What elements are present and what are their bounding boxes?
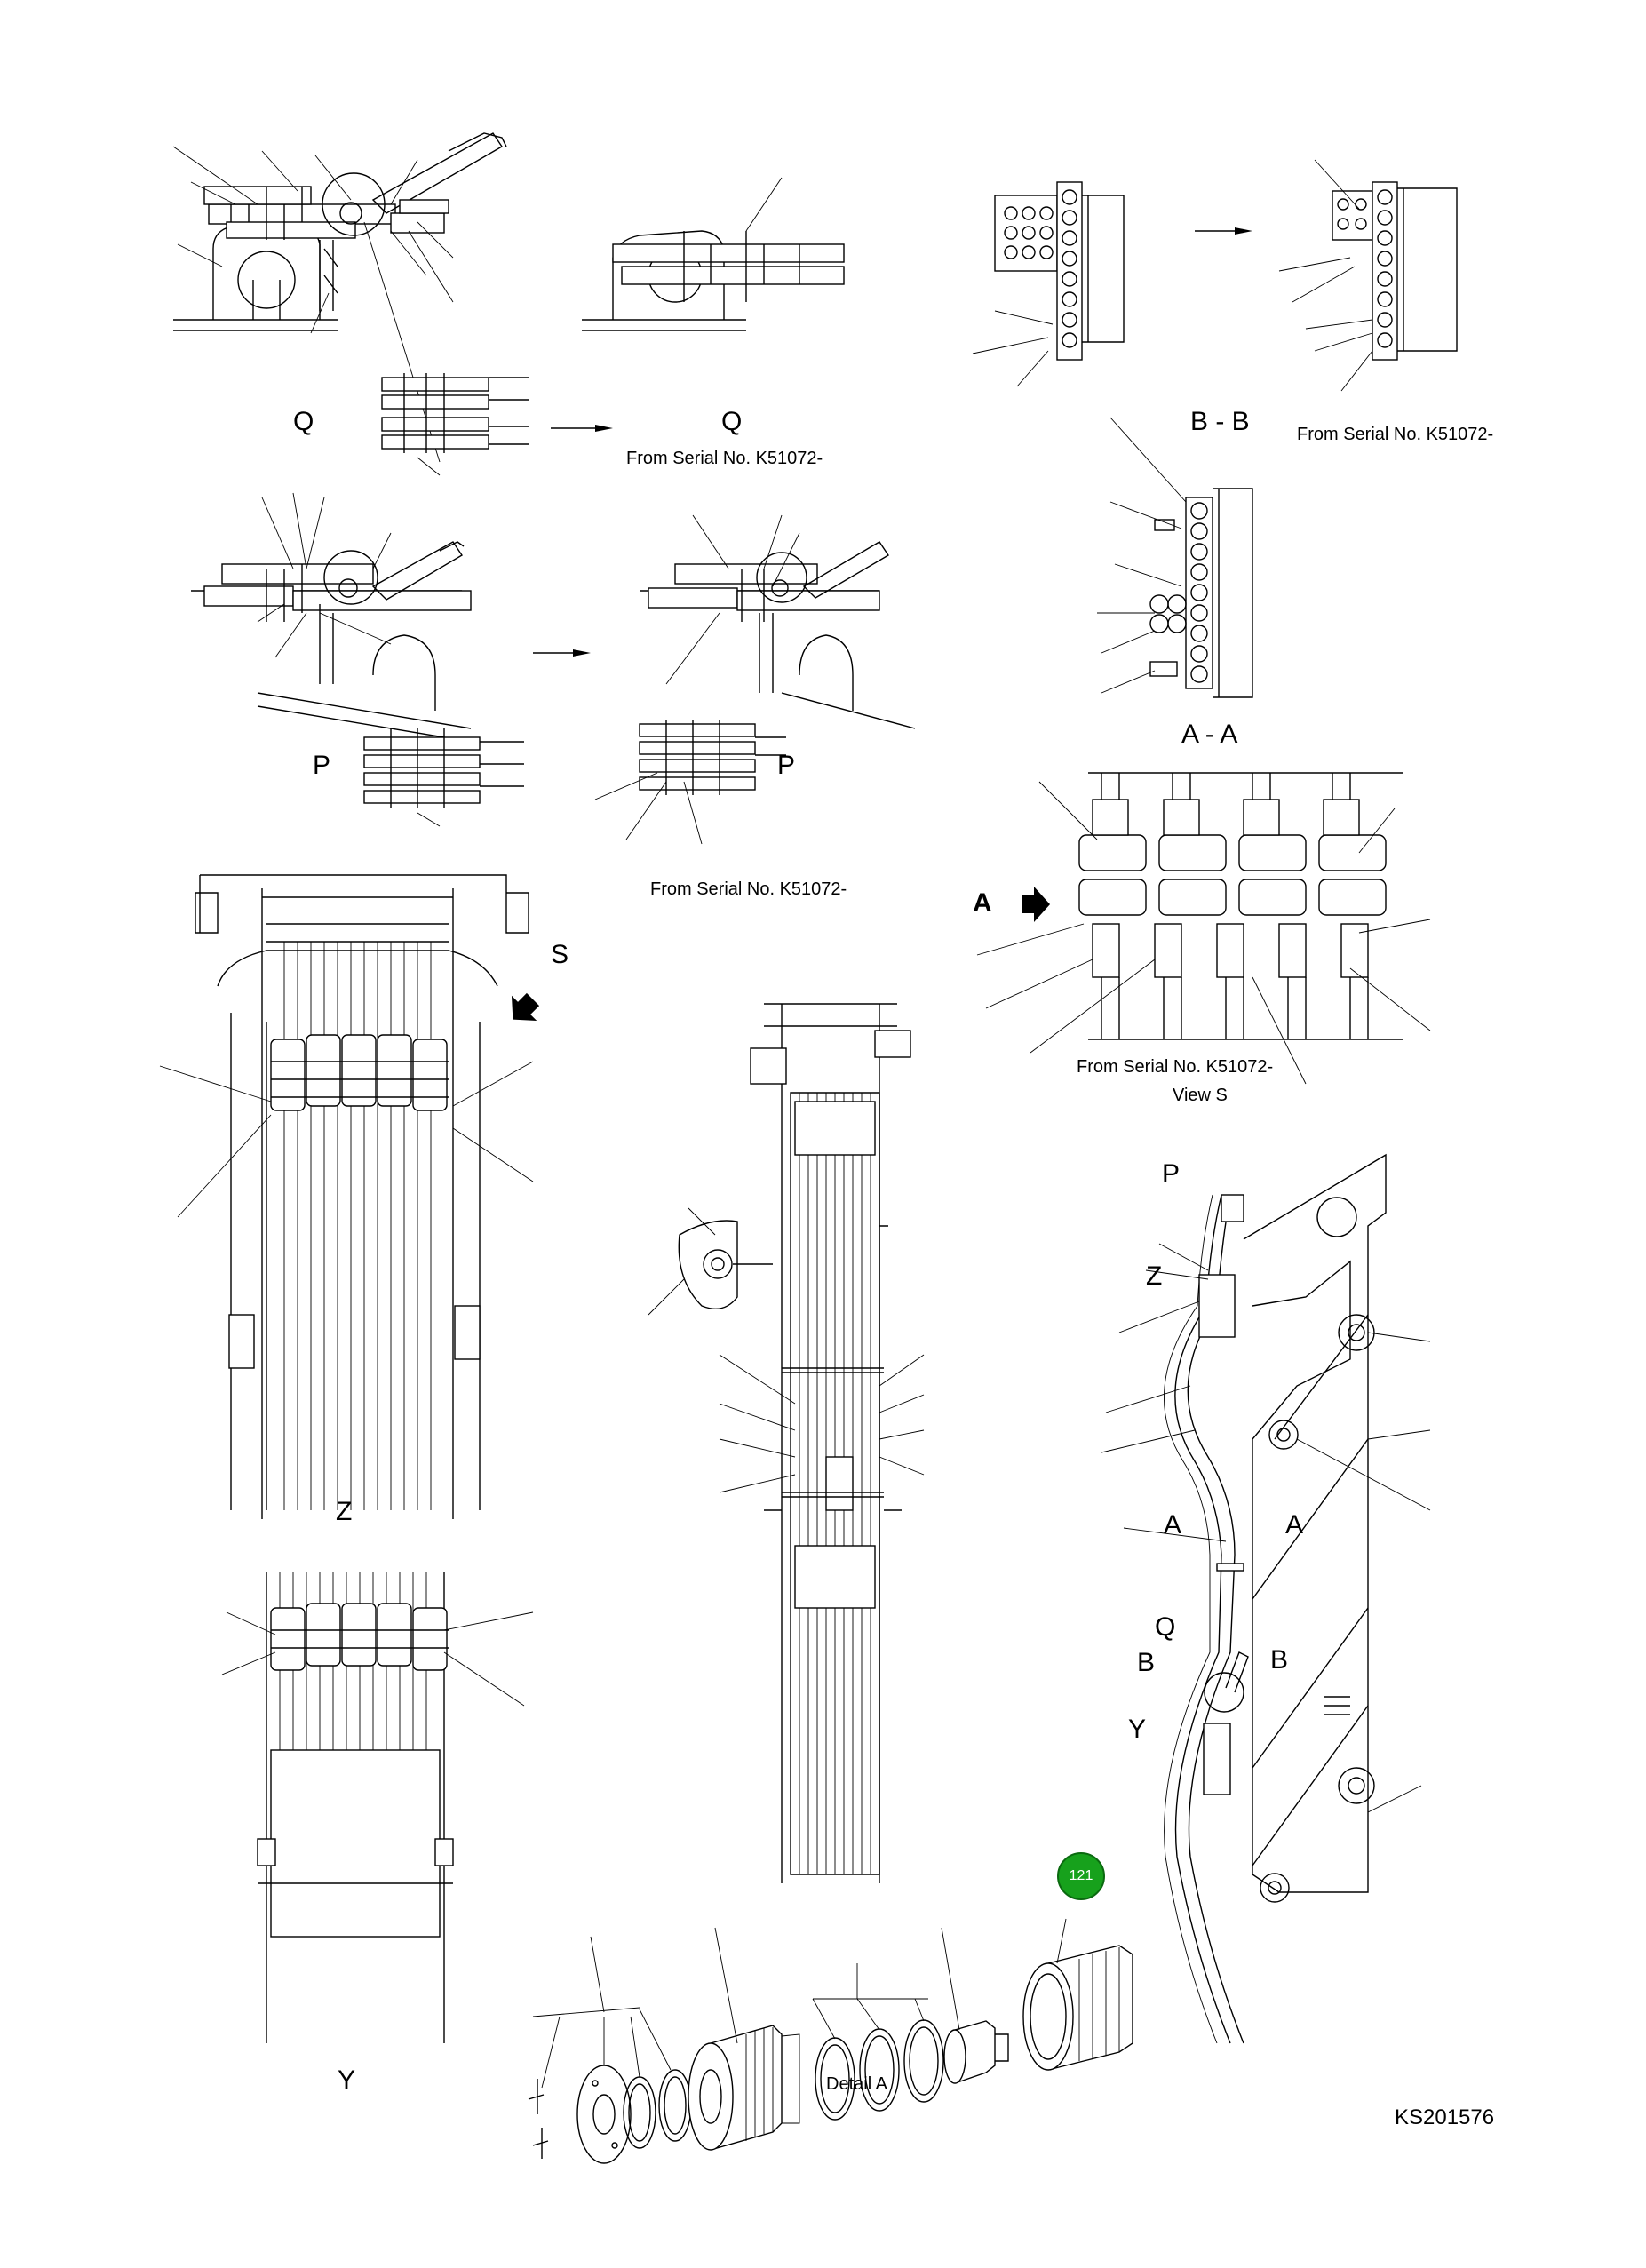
callout-badge-number: 121: [1069, 1868, 1093, 1883]
detail-a-arrow-label: A: [973, 888, 992, 918]
section-bb-label: B - B: [1190, 407, 1250, 436]
boom-section-a-right-marker: A: [1285, 1510, 1304, 1540]
section-aa-label: A - A: [1181, 720, 1238, 749]
view-z-s-arrow: [511, 992, 540, 1022]
view-z-drawing: [159, 874, 534, 1519]
view-s-a-arrow: [1022, 887, 1050, 922]
view-q-left-drawing: [172, 132, 507, 463]
detail-a-drawing: [528, 1918, 1133, 2164]
section-bb-serial-note: From Serial No. K51072-: [1297, 425, 1494, 444]
view-s-caption: View S: [1173, 1086, 1228, 1105]
boom-view-y-marker: Y: [1128, 1715, 1147, 1744]
view-q-left-label: Q: [293, 407, 314, 436]
view-q-right-drawing: [582, 177, 845, 331]
view-z-label: Z: [336, 1497, 353, 1526]
view-q-right-label: Q: [721, 407, 743, 436]
view-q-serial-note: From Serial No. K51072-: [626, 449, 823, 468]
detail-a-caption: Detail A: [826, 2074, 887, 2094]
view-p-left-label: P: [313, 751, 331, 780]
view-y-label: Y: [338, 2065, 356, 2095]
view-s-arrow-label: S: [551, 940, 569, 969]
view-p-left-drawing: [191, 492, 524, 827]
view-s-manifold: [1078, 799, 1387, 978]
view-z-hoses: [283, 942, 432, 1510]
view-p-serial-note: From Serial No. K51072-: [650, 879, 847, 899]
boom-view-z-marker: Z: [1146, 1261, 1163, 1291]
view-s-serial-note: From Serial No. K51072-: [1077, 1057, 1274, 1077]
drawing-reference-code: KS201576: [1395, 2105, 1495, 2129]
view-aa-drawing: [1097, 417, 1253, 698]
boom-section-b-right-marker: B: [1270, 1645, 1289, 1675]
center-arm-drawing: [648, 1003, 925, 1883]
boom-view-p-marker: P: [1162, 1159, 1181, 1189]
view-bb-left-drawing: [972, 181, 1125, 387]
boom-section-a-left-marker: A: [1164, 1510, 1182, 1540]
view-z-fittings: [270, 1034, 449, 1111]
view-p-right-label: P: [777, 751, 796, 780]
view-y-fittings: [270, 1603, 449, 1671]
boom-section-b-left-marker: B: [1137, 1648, 1156, 1677]
view-y-drawing: [221, 1572, 534, 2043]
boom-view-q-marker: Q: [1155, 1612, 1176, 1642]
view-s-drawing: [976, 772, 1431, 1085]
view-bb-right-drawing: [1278, 159, 1458, 392]
view-p-right-drawing: [594, 514, 916, 845]
view-q-hose-bundle: [381, 373, 529, 476]
boom-drawing: [1101, 1153, 1431, 2044]
callout-badge[interactable]: 121: [1057, 1852, 1105, 1900]
